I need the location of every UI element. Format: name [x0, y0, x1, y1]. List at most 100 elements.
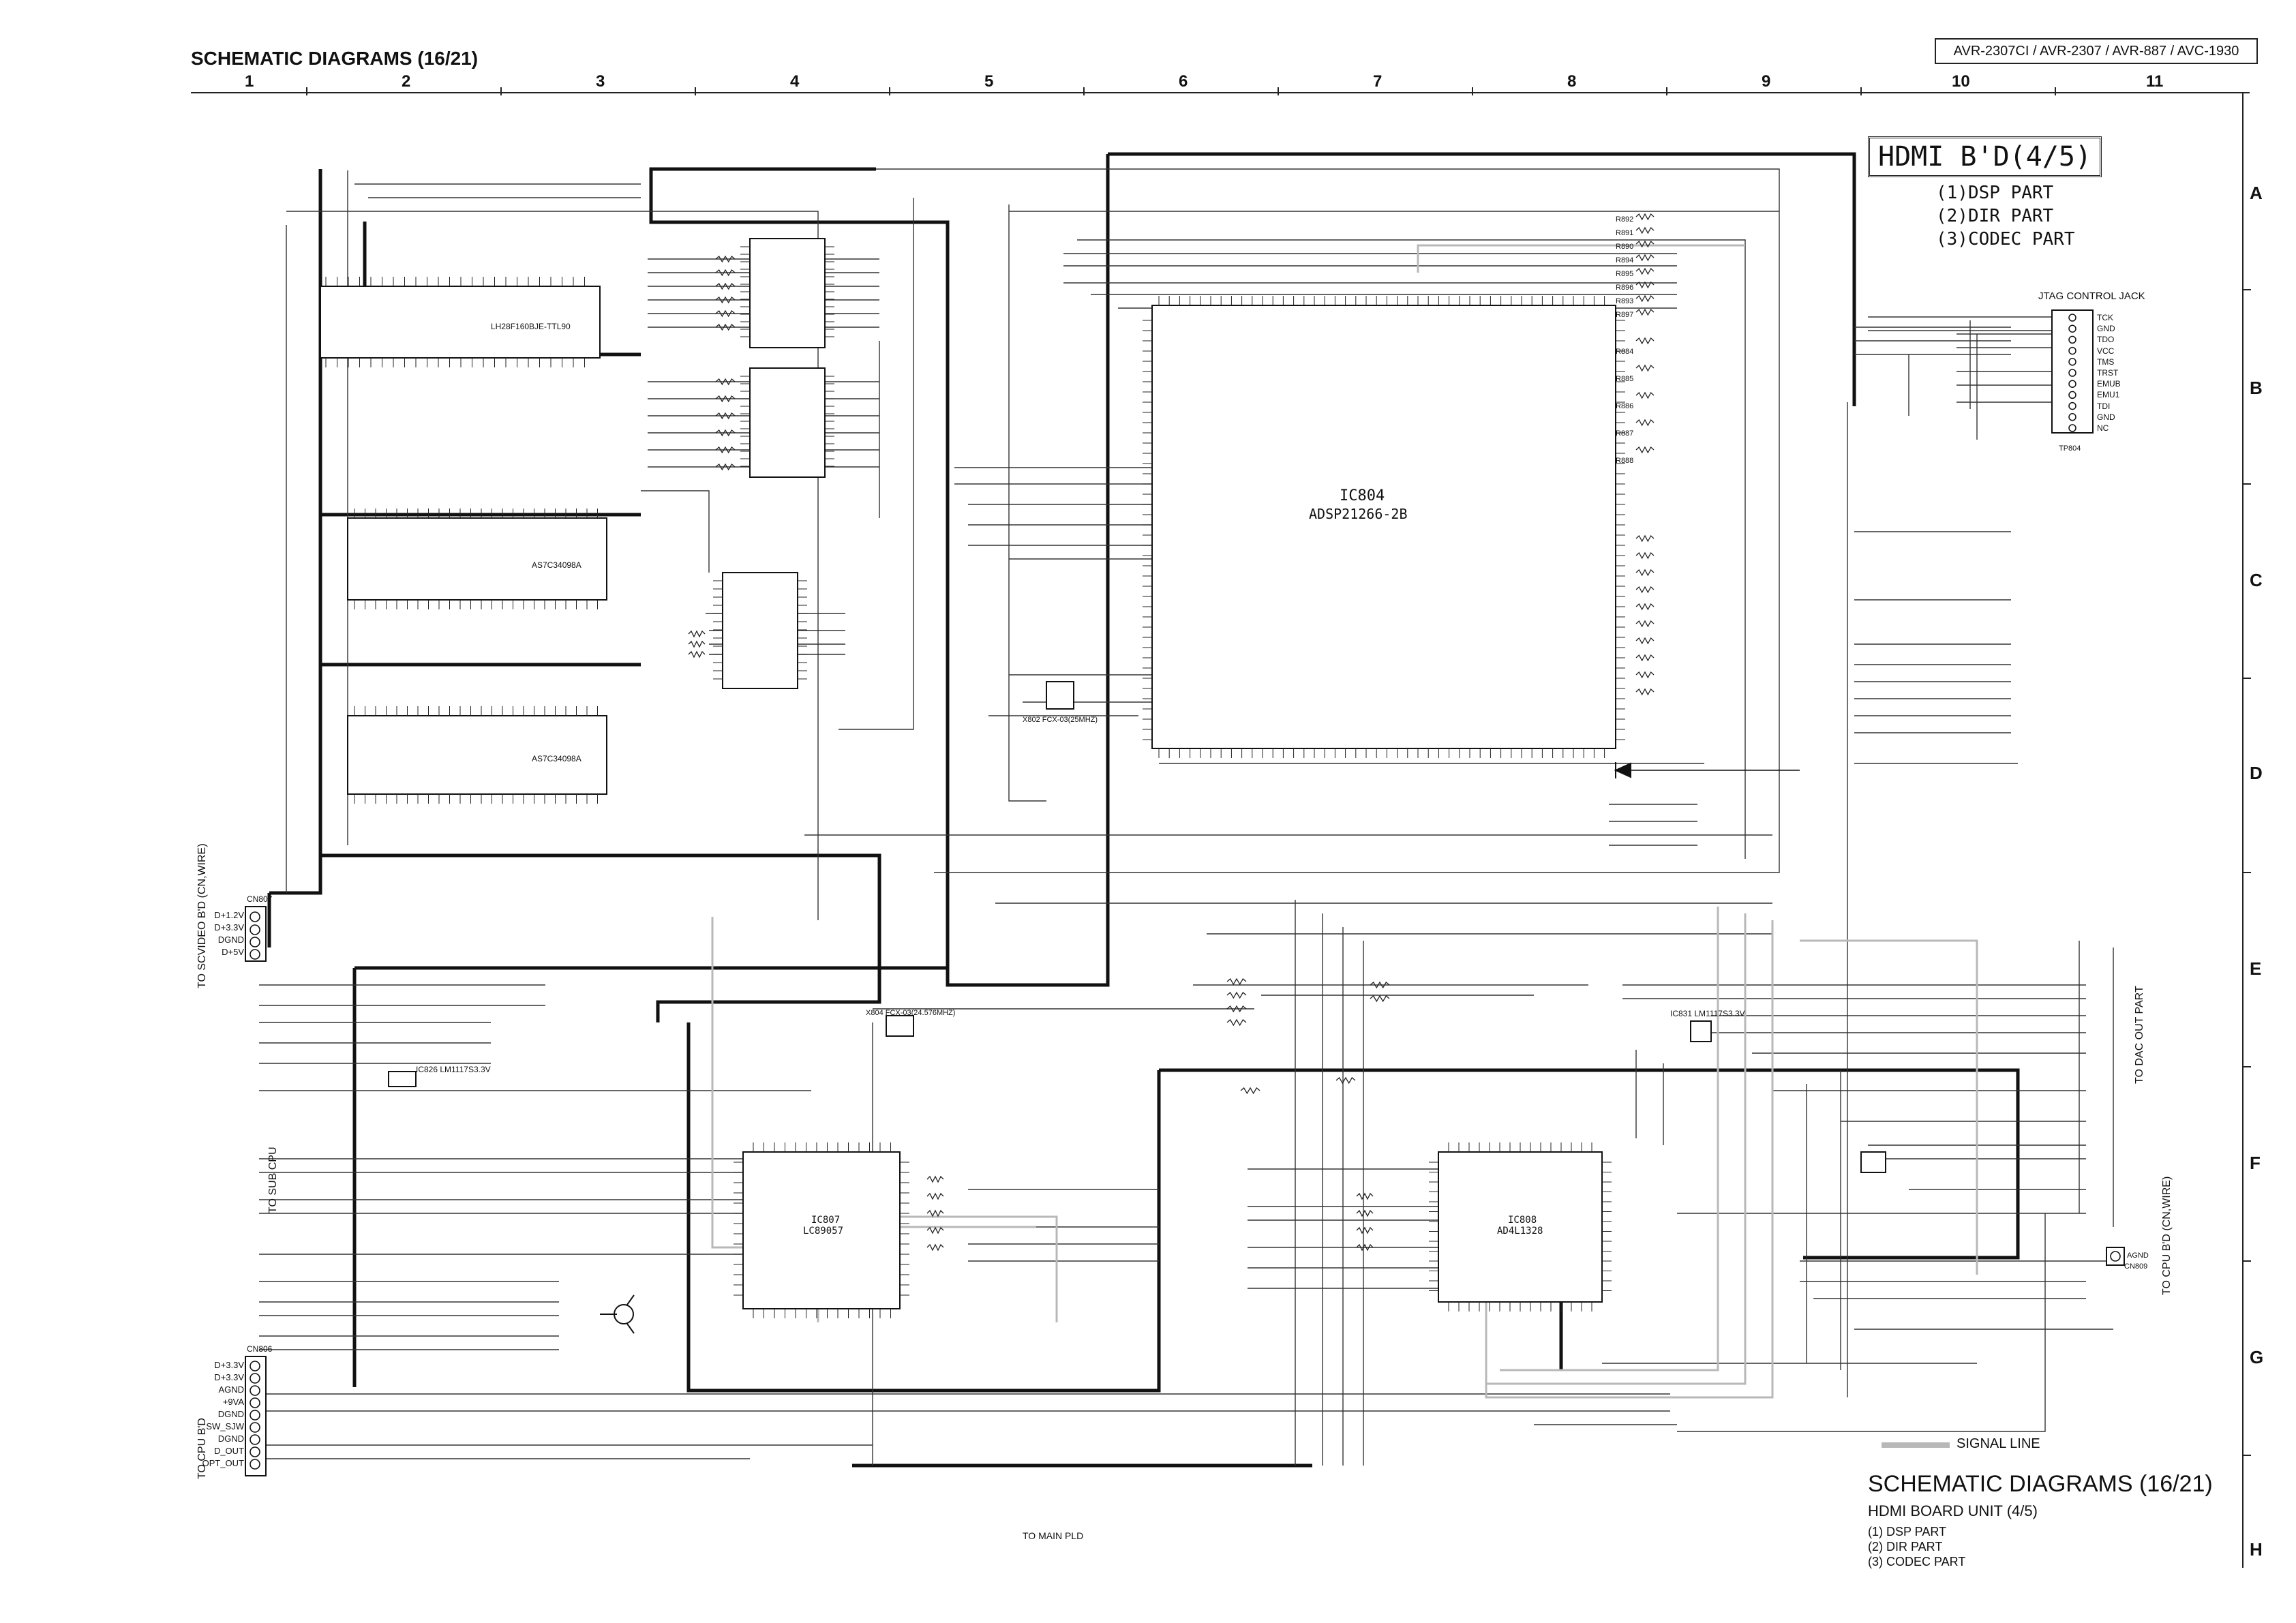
model-list-box: AVR-2307CI / AVR-2307 / AVR-887 / AVC-19… — [1935, 38, 2258, 64]
cn806-pin: D+3.3V — [214, 1360, 244, 1370]
jtag-pin-label: EMU1 — [2097, 390, 2120, 400]
signal-line-legend: SIGNAL LINE — [1957, 1436, 2040, 1451]
footer-part-item: (2) DIR PART — [1868, 1540, 1943, 1553]
grid-column-8: 8 — [1567, 72, 1577, 91]
sram2-label: AS7C34098A — [532, 754, 581, 763]
grid-row-B: B — [2250, 378, 2263, 398]
to-main-pld-label: TO MAIN PLD — [1023, 1530, 1084, 1541]
resistor-label: R885 — [1616, 375, 1634, 383]
cn806-pin: D_OUT — [213, 1446, 244, 1456]
grid-row-H: H — [2250, 1539, 2263, 1560]
crystal-x804-label: X804 FCX-03(24.576MHZ) — [866, 1009, 956, 1017]
grid-row-F: F — [2250, 1153, 2261, 1173]
resistor-label: R886 — [1616, 402, 1634, 410]
jtag-pin-label: EMUB — [2097, 379, 2121, 389]
cn806-pin-labels: D+3.3V D+3.3V AGND +9VA DGND SW_SJW DGND… — [198, 1359, 244, 1470]
board-part-item: (3)CODEC PART — [1936, 229, 2075, 249]
resistor-label: R895 — [1616, 270, 1634, 278]
to-cpu-right-label: TO CPU B'D (CN,WIRE) — [2161, 1176, 2173, 1295]
ic807-part: LC89057 — [803, 1226, 844, 1237]
ic804-part: ADSP21266-2B — [1309, 506, 1408, 522]
grid-row-D: D — [2250, 763, 2263, 783]
ic808-part: AD4L1328 — [1497, 1226, 1543, 1237]
crystal-x802-label: X802 FCX-03(25MHZ) — [1023, 716, 1098, 724]
cn807-pin: D+3.3V — [214, 922, 244, 932]
ic807-ref: IC807 — [811, 1215, 841, 1226]
jtag-pin-label: TDO — [2097, 335, 2115, 345]
jtag-pin-label: TRST — [2097, 368, 2119, 378]
resistor-label: R890 — [1616, 243, 1634, 251]
resistor-label: R888 — [1616, 457, 1634, 465]
grid-column-4: 4 — [790, 72, 800, 91]
resistor-label: R891 — [1616, 229, 1634, 237]
grid-column-9: 9 — [1762, 72, 1771, 91]
ic808-ref: IC808 — [1508, 1215, 1537, 1226]
cn807-pin-labels: D+1.2V D+3.3V DGND D+5V — [203, 909, 244, 958]
resistor-label: R887 — [1616, 429, 1634, 438]
cn806-pin: D+3.3V — [214, 1372, 244, 1382]
footer-parts: (1) DSP PART (2) DIR PART (3) CODEC PART — [1868, 1524, 1965, 1569]
jtag-ref: TP804 — [2059, 444, 2081, 453]
cn807-pin: D+5V — [222, 947, 244, 957]
resistor-label: R893 — [1616, 297, 1634, 305]
cn806-ref: CN806 — [247, 1344, 273, 1354]
grid-row-C: C — [2250, 570, 2263, 590]
cn807-pin: DGND — [217, 935, 244, 945]
footer-part-item: (3) CODEC PART — [1868, 1555, 1966, 1568]
cn806-pin: OPT_OUT — [202, 1458, 244, 1468]
resistor-label: R897 — [1616, 311, 1634, 319]
cn806-pin: DGND — [217, 1434, 244, 1444]
grid-column-1: 1 — [245, 72, 254, 91]
jtag-pin-label: TCK — [2097, 313, 2113, 322]
ic831-label: IC831 LM1117S3.3V — [1670, 1009, 1745, 1018]
board-parts-list: (1)DSP PART (2)DIR PART (3)CODEC PART — [1936, 181, 2075, 251]
jtag-pin-label: TDI — [2097, 401, 2111, 411]
cn806-pin: SW_SJW — [206, 1421, 244, 1431]
resistor-label: R896 — [1616, 284, 1634, 292]
flash-label: LH28F160BJE-TTL90 — [491, 322, 571, 331]
to-cpu-bd-label: TO CPU B'D — [196, 1418, 208, 1479]
cn809-ref: CN809 — [2124, 1262, 2148, 1271]
grid-column-2: 2 — [402, 72, 411, 91]
board-part-item: (2)DIR PART — [1936, 206, 2054, 226]
grid-column-5: 5 — [984, 72, 994, 91]
grid-row-A: A — [2250, 183, 2263, 203]
sram1-label: AS7C34098A — [532, 560, 581, 570]
grid-row-E: E — [2250, 958, 2262, 979]
jtag-pin-label: TMS — [2097, 357, 2115, 367]
resistor-label: R884 — [1616, 348, 1634, 356]
cn806-pin: +9VA — [222, 1397, 244, 1407]
ic804-ref: IC804 — [1340, 487, 1385, 504]
to-scvideo-label: TO SCVIDEO B'D (CN,WIRE) — [196, 843, 208, 988]
resistor-label: R894 — [1616, 256, 1634, 264]
resistor-label: R892 — [1616, 215, 1634, 224]
grid-column-3: 3 — [596, 72, 605, 91]
jtag-pin-label: GND — [2097, 412, 2115, 422]
jtag-pin-label: VCC — [2097, 346, 2115, 356]
grid-column-6: 6 — [1179, 72, 1188, 91]
cn806-pin: DGND — [217, 1409, 244, 1419]
footer-part-item: (1) DSP PART — [1868, 1525, 1947, 1538]
to-sub-cpu-label: TO SUB CPU — [267, 1147, 279, 1214]
grid-column-10: 10 — [1952, 72, 1970, 91]
ic826-label: IC826 LM1117S3.3V — [416, 1065, 491, 1074]
cn809-pin: AGND — [2127, 1252, 2149, 1260]
board-part-item: (1)DSP PART — [1936, 183, 2054, 203]
footer-subtitle: HDMI BOARD UNIT (4/5) — [1868, 1502, 2038, 1519]
cn807-pin: D+1.2V — [214, 910, 244, 920]
cn807-ref: CN807 — [247, 894, 273, 904]
grid-row-G: G — [2250, 1347, 2264, 1367]
jtag-pin-label: NC — [2097, 423, 2109, 434]
footer-title: SCHEMATIC DIAGRAMS (16/21) — [1868, 1471, 2213, 1497]
grid-column-7: 7 — [1373, 72, 1383, 91]
page-title: SCHEMATIC DIAGRAMS (16/21) — [191, 48, 479, 69]
jtag-title: JTAG CONTROL JACK — [2038, 290, 2145, 302]
grid-column-11: 11 — [2146, 72, 2164, 91]
cn806-pin: AGND — [218, 1384, 244, 1395]
board-title: HDMI B'D(4/5) — [1868, 136, 2102, 177]
jtag-pin-label: GND — [2097, 324, 2115, 334]
